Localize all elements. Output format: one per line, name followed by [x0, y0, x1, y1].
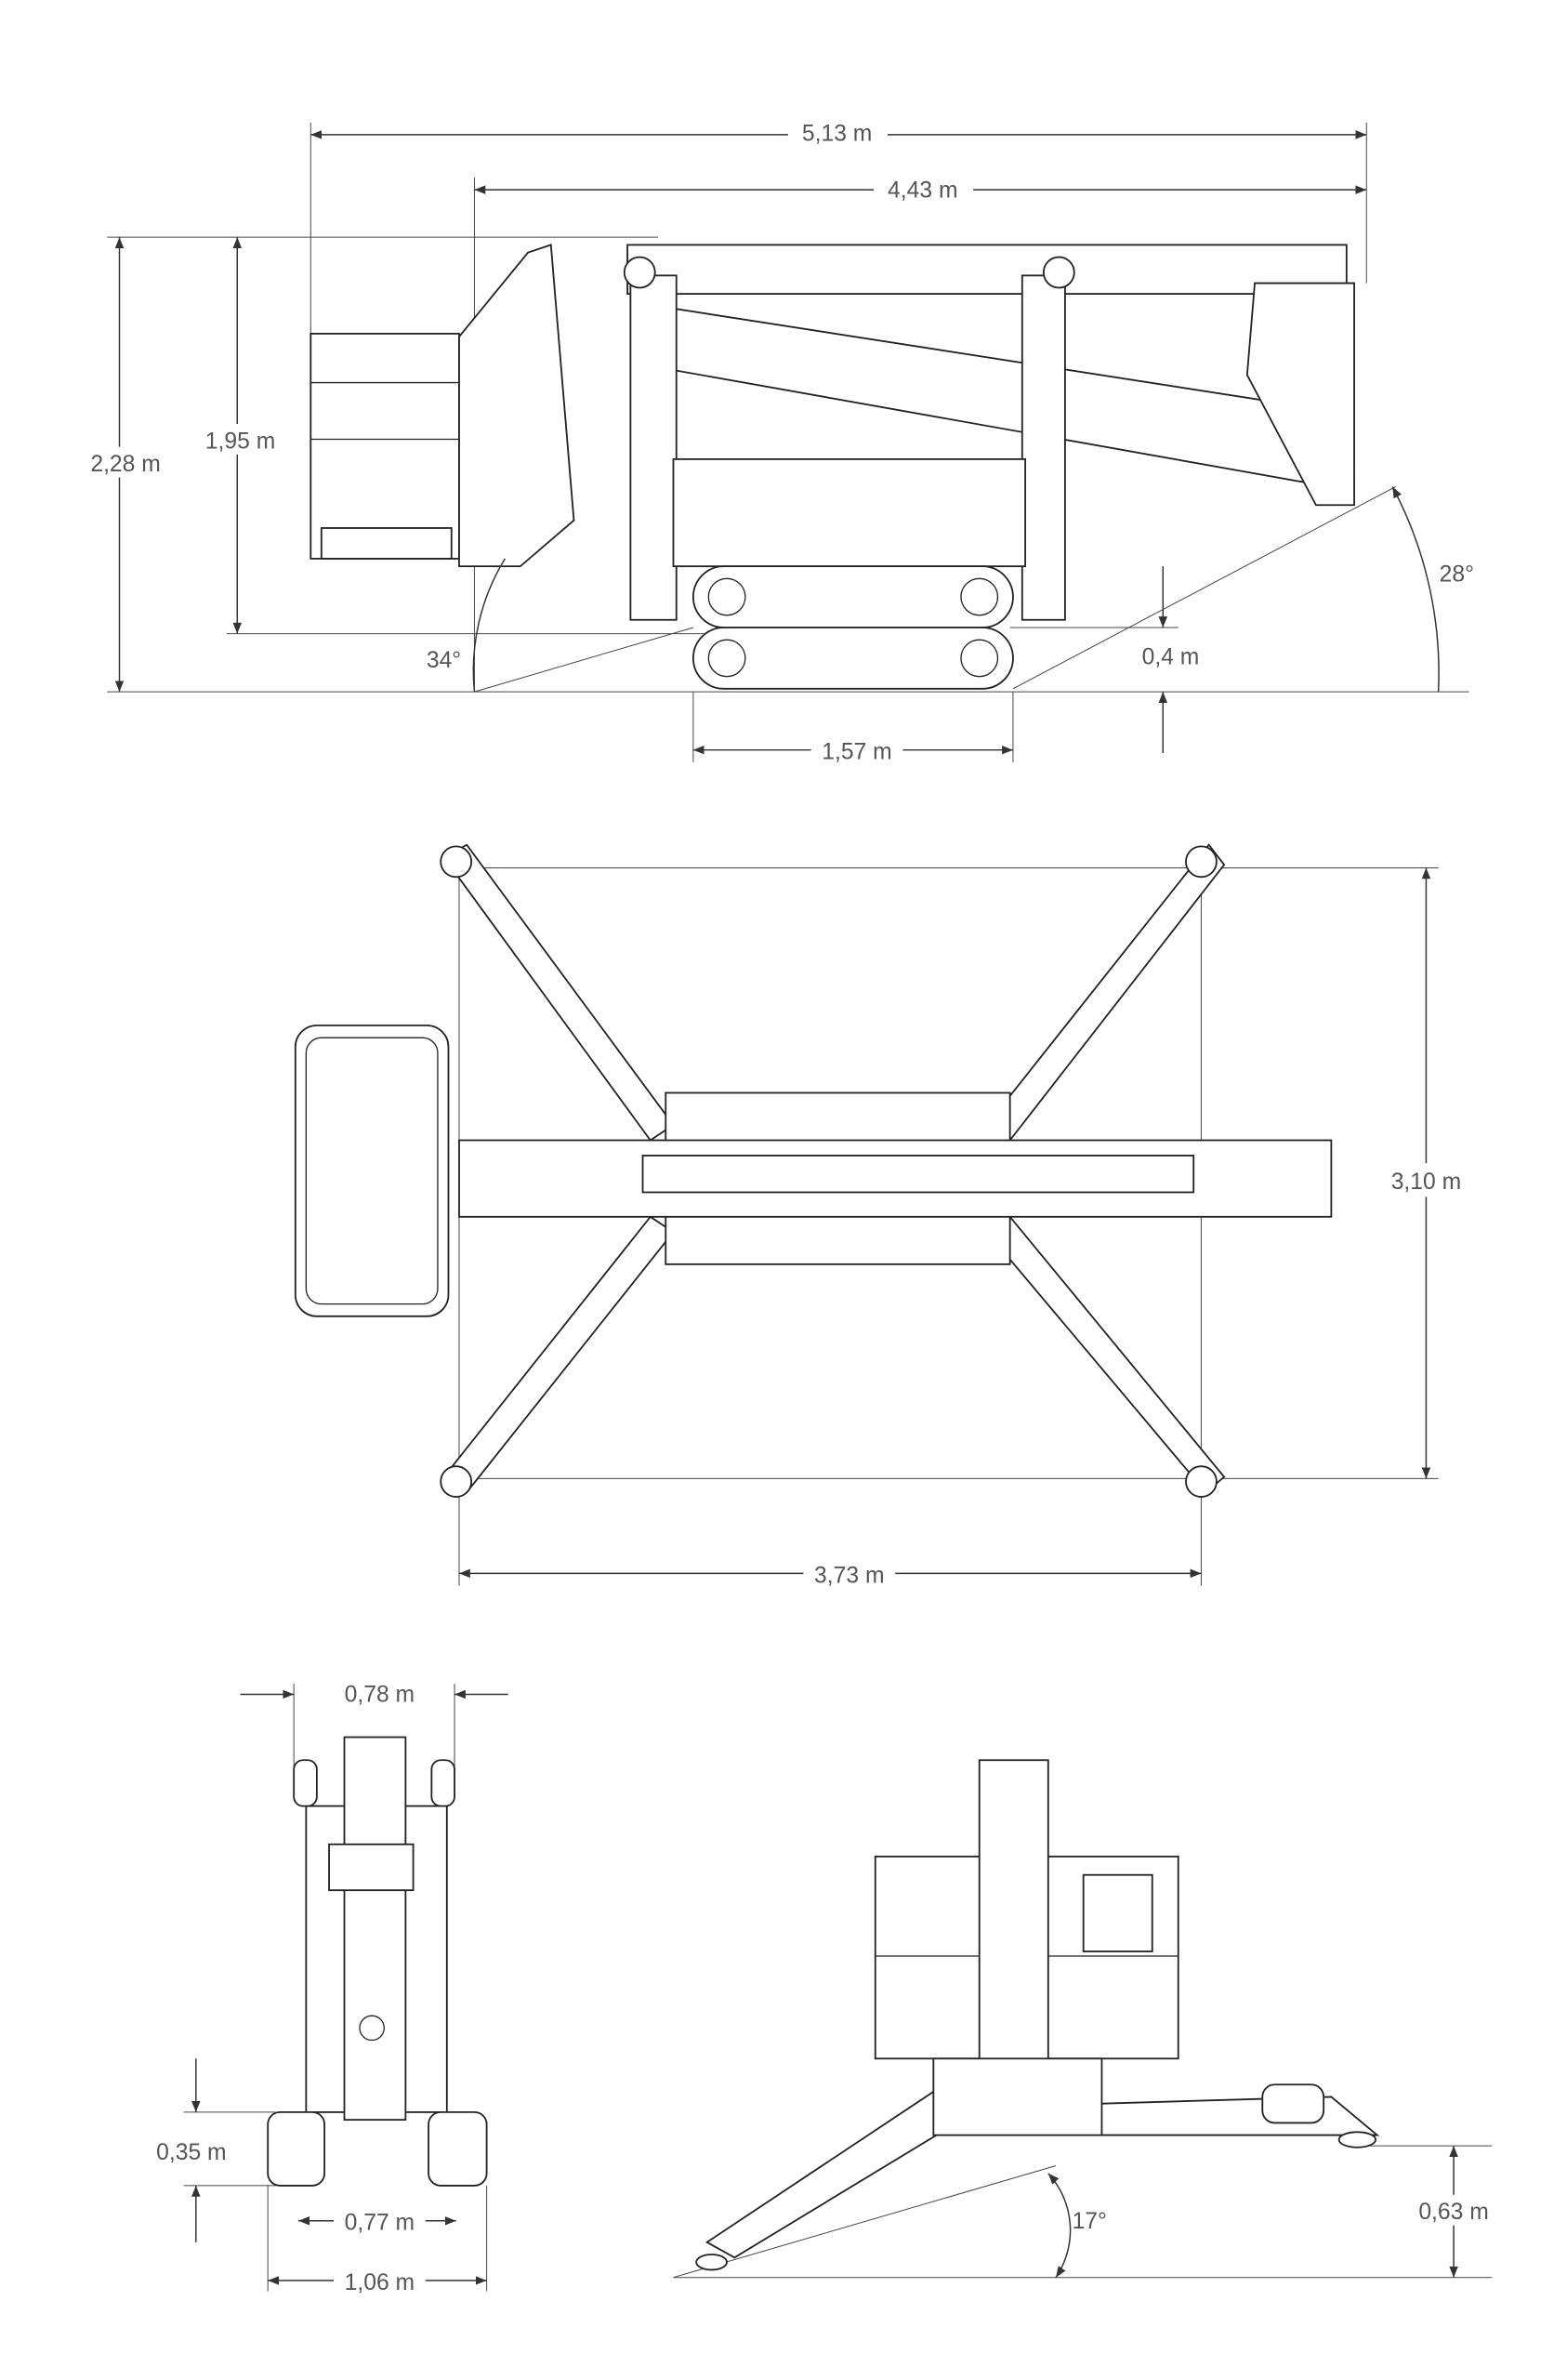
rear-chassis — [932, 2057, 1103, 2136]
track-right — [665, 1214, 1011, 1265]
mast — [629, 274, 678, 621]
top-view: 3,10 m 3,73 m — [294, 843, 1472, 1589]
track-height-label: 0,35 m — [156, 2140, 226, 2165]
outriggers — [440, 843, 1226, 1498]
side-view: 5,13 m 4,43 m 2,28 m 1,95 m 34° 28° 0,4 … — [76, 116, 1474, 766]
departure-angle-label: 28° — [1440, 562, 1474, 588]
front-machine — [267, 1736, 488, 2187]
width-top-label: 0,78 m — [345, 1683, 415, 1708]
ground-clearance-label: 0,4 m — [1142, 644, 1200, 669]
chassis — [672, 457, 1027, 568]
front-track-right — [428, 2110, 488, 2187]
front-view: 0,78 m 0,35 m 0,77 m 1,06 m — [156, 1677, 508, 2296]
outrigger-width-label: 3,10 m — [1391, 1170, 1461, 1195]
top-machine — [294, 843, 1333, 1498]
side-machine — [309, 244, 1355, 690]
slope-angle-label: 17° — [1073, 2209, 1107, 2234]
overall-height-label: 2,28 m — [90, 452, 160, 477]
track-left — [665, 1091, 1011, 1144]
rear-machine — [695, 1759, 1380, 2271]
side-extension-lines — [107, 122, 1469, 762]
front-track-left — [267, 2110, 326, 2187]
track-upper — [691, 565, 1014, 628]
overall-length-label: 5,13 m — [802, 121, 872, 146]
basket-top — [294, 1025, 450, 1317]
rear-dimension-lines — [1047, 2146, 1458, 2279]
track-width-max-label: 1,06 m — [345, 2270, 415, 2295]
outrigger-length-label: 3,73 m — [814, 1563, 884, 1588]
height-on-tracks-label: 1,95 m — [205, 429, 275, 454]
stowed-length-label: 4,43 m — [888, 178, 957, 203]
rear-extension-lines — [673, 2145, 1493, 2279]
rear-outrigger-right — [1070, 2096, 1380, 2136]
rear-post — [1021, 274, 1066, 621]
track-lower — [691, 627, 1014, 690]
track-length-label: 1,57 m — [822, 740, 891, 765]
boom-head — [1245, 282, 1355, 507]
track-width-min-label: 0,77 m — [345, 2211, 415, 2236]
front-mast — [343, 1736, 407, 2122]
approach-angle-label: 34° — [427, 648, 461, 673]
outrigger-lift-label: 0,63 m — [1418, 2200, 1488, 2225]
rear-view: 17° 0,63 m — [673, 1759, 1503, 2279]
jib — [458, 244, 575, 568]
boom-upper — [626, 244, 1348, 295]
basket — [309, 332, 460, 560]
